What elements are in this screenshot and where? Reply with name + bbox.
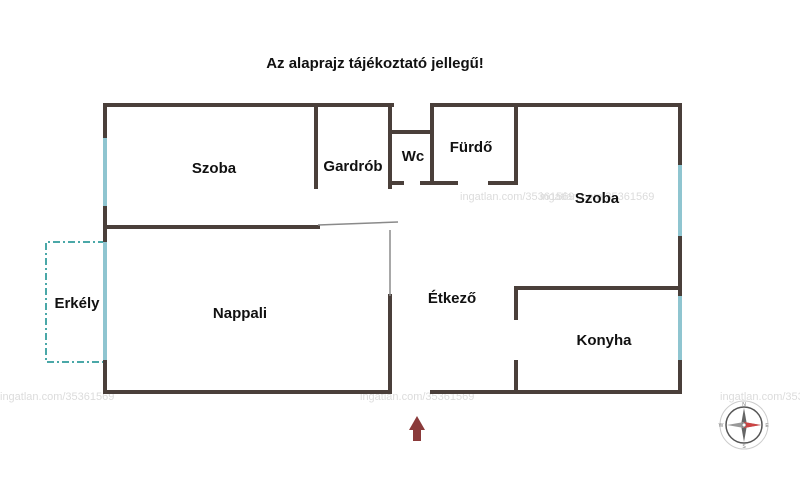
entrance-arrow-icon [409,416,425,441]
svg-text:E: E [765,423,769,429]
room-label-furdo: Fürdő [450,139,493,156]
svg-text:W: W [719,423,724,429]
room-label-nappali: Nappali [213,305,267,322]
windows [103,138,682,360]
watermark: ingatlan.com/35361569 [0,391,114,403]
walls [103,103,682,394]
room-label-gardrob: Gardrób [323,158,382,175]
room-label-szoba-2: Szoba [575,190,620,207]
watermark: ingatlan.com/35361569 [720,391,800,403]
partition-lines [317,221,399,296]
plan-title: Az alaprajz tájékoztató jellegű! [266,55,484,72]
watermark: ingatlan.com/35361569 [540,191,654,203]
room-label-konyha: Konyha [576,332,632,349]
room-label-etkezo: Étkező [428,290,476,307]
compass-icon: N S W E [719,400,769,450]
svg-text:S: S [742,444,746,450]
room-label-wc: Wc [402,148,425,165]
room-label-szoba: Szoba [192,160,237,177]
svg-text:N: N [742,402,746,408]
watermark: ingatlan.com/35361569 [460,191,574,203]
room-label-erkely: Erkély [54,295,100,312]
